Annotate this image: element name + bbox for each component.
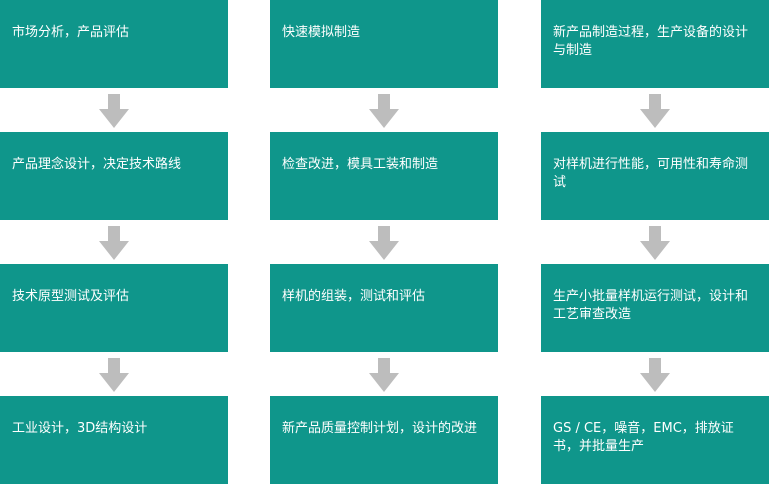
- step-manufacturing-process: 新产品制造过程，生产设备的设计与制造: [541, 0, 769, 88]
- down-arrow-icon: [99, 94, 129, 128]
- down-arrow-icon: [369, 358, 399, 392]
- step-rapid-prototyping: 快速模拟制造: [270, 0, 498, 88]
- step-certification: GS / CE，噪音，EMC，排放证书，并批量生产: [541, 396, 769, 484]
- step-pilot-run: 生产小批量样机运行测试，设计和工艺审查改造: [541, 264, 769, 352]
- step-tooling: 检查改进，模具工装和制造: [270, 132, 498, 220]
- step-performance-test: 对样机进行性能，可用性和寿命测试: [541, 132, 769, 220]
- down-arrow-icon: [369, 226, 399, 260]
- step-market-analysis: 市场分析，产品评估: [0, 0, 228, 88]
- step-sample-assembly: 样机的组装，测试和评估: [270, 264, 498, 352]
- step-quality-plan: 新产品质量控制计划，设计的改进: [270, 396, 498, 484]
- down-arrow-icon: [640, 358, 670, 392]
- down-arrow-icon: [99, 226, 129, 260]
- down-arrow-icon: [640, 94, 670, 128]
- step-industrial-design: 工业设计，3D结构设计: [0, 396, 228, 484]
- down-arrow-icon: [99, 358, 129, 392]
- step-prototype-test: 技术原型测试及评估: [0, 264, 228, 352]
- down-arrow-icon: [640, 226, 670, 260]
- step-product-concept: 产品理念设计，决定技术路线: [0, 132, 228, 220]
- down-arrow-icon: [369, 94, 399, 128]
